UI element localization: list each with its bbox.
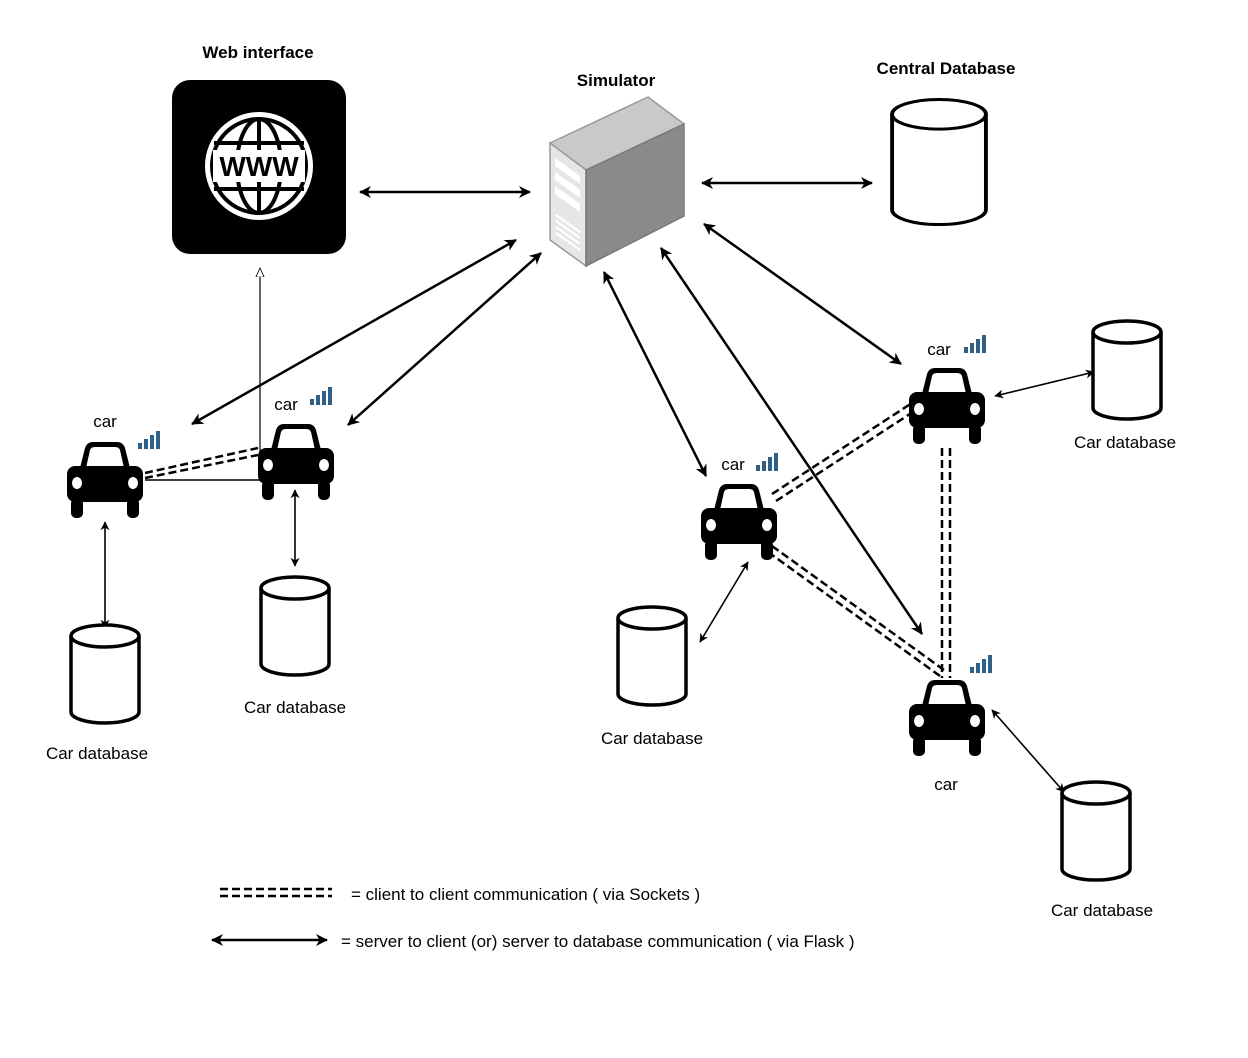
legend: = client to client communication ( via S… bbox=[211, 885, 855, 951]
connections bbox=[100, 177, 1095, 793]
legend-dashed-text: = client to client communication ( via S… bbox=[351, 885, 700, 904]
signal-bars-icon bbox=[970, 655, 992, 673]
car-database-label: Car database bbox=[601, 729, 703, 748]
signal-bars-icon bbox=[756, 453, 778, 471]
car-database-3: Car database bbox=[601, 605, 703, 748]
car-node-2: car bbox=[258, 387, 334, 500]
car-label: car bbox=[934, 775, 958, 794]
car-database-label: Car database bbox=[46, 744, 148, 763]
simulator-car3-link bbox=[602, 271, 708, 477]
car-database-label: Car database bbox=[1074, 433, 1176, 452]
car3-car4-socket-link bbox=[771, 401, 917, 503]
database-cylinder-icon bbox=[616, 605, 688, 707]
simulator-car2-link bbox=[347, 252, 542, 426]
car5-db-link bbox=[991, 709, 1065, 793]
server-tower-icon bbox=[548, 96, 686, 268]
central-database-label: Central Database bbox=[877, 59, 1016, 78]
car-icon bbox=[258, 424, 334, 500]
car-node-3: car bbox=[701, 453, 778, 560]
database-cylinder-icon bbox=[1091, 319, 1163, 421]
car-label: car bbox=[274, 395, 298, 414]
web-interface-label: Web interface bbox=[202, 43, 313, 62]
simulator-car5-link bbox=[659, 247, 924, 635]
web-interface-node: Web interface WWW bbox=[172, 43, 346, 254]
car3-db-link bbox=[699, 561, 749, 643]
car4-car5-socket-link bbox=[940, 448, 952, 678]
globe-www-icon: WWW bbox=[205, 112, 313, 220]
car-icon bbox=[909, 680, 985, 756]
car-database-4: Car database bbox=[1074, 319, 1176, 452]
car-database-label: Car database bbox=[244, 698, 346, 717]
car-node-4: car bbox=[909, 335, 986, 444]
www-text: WWW bbox=[219, 151, 299, 182]
car-label: car bbox=[927, 340, 951, 359]
car-database-5: Car database bbox=[1051, 780, 1153, 920]
car1-car2-socket-link bbox=[144, 446, 262, 481]
simulator-label: Simulator bbox=[577, 71, 656, 90]
central-database-node: Central Database bbox=[877, 59, 1016, 226]
car-label: car bbox=[93, 412, 117, 431]
car-database-2: Car database bbox=[244, 575, 346, 717]
car-icon bbox=[909, 368, 985, 444]
database-cylinder-icon bbox=[1060, 780, 1132, 882]
car-icon bbox=[67, 442, 143, 518]
car-node-5: car bbox=[909, 655, 992, 794]
legend-solid-text: = server to client (or) server to databa… bbox=[341, 932, 855, 951]
database-cylinder-icon bbox=[890, 97, 988, 226]
simulator-car4-link bbox=[703, 222, 902, 366]
simulator-car1-link bbox=[191, 238, 517, 426]
database-cylinder-icon bbox=[259, 575, 331, 677]
car-database-label: Car database bbox=[1051, 901, 1153, 920]
car-icon bbox=[701, 484, 777, 560]
simulator-node: Simulator bbox=[548, 71, 686, 268]
legend-dashed-swatch bbox=[220, 887, 332, 898]
car-label: car bbox=[721, 455, 745, 474]
signal-bars-icon bbox=[310, 387, 332, 405]
car4-db-link bbox=[994, 369, 1095, 399]
car-database-1: Car database bbox=[46, 623, 148, 763]
database-cylinder-icon bbox=[69, 623, 141, 725]
car-node-1: car bbox=[67, 412, 160, 518]
signal-bars-icon bbox=[138, 431, 160, 449]
signal-bars-icon bbox=[964, 335, 986, 353]
car3-car5-socket-link bbox=[767, 544, 945, 678]
